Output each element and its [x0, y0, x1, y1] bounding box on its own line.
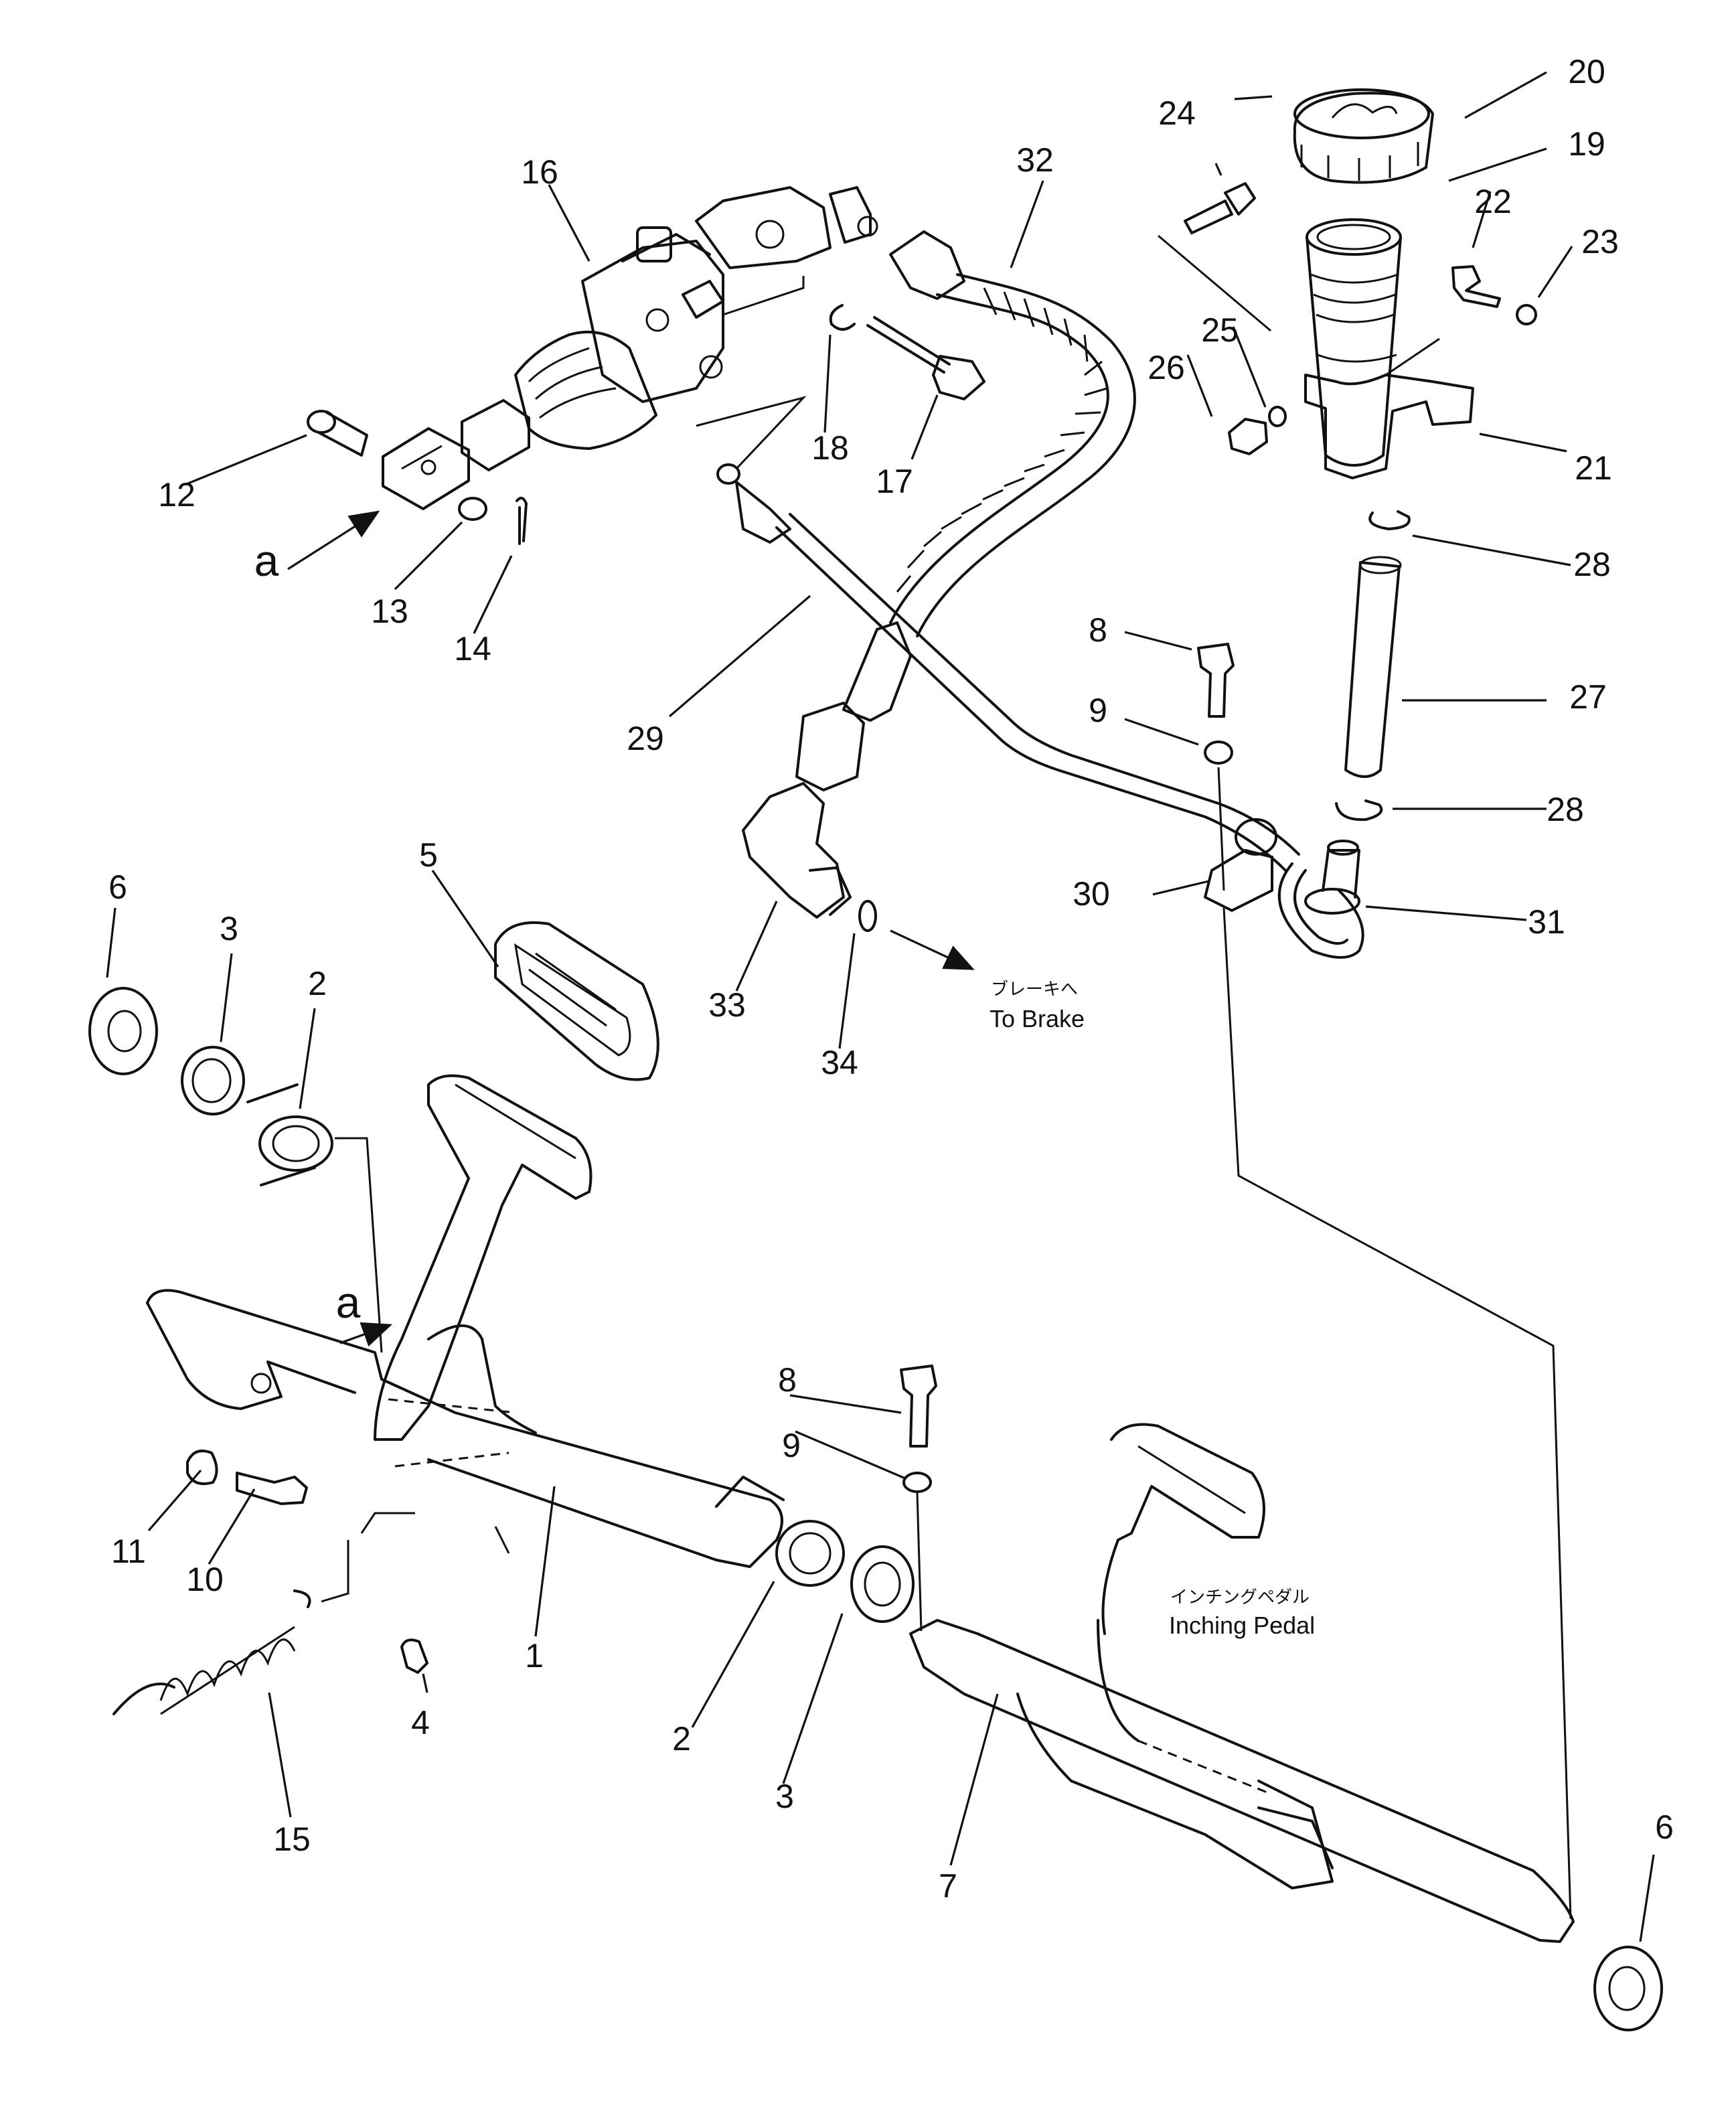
- leader-lines: [106, 71, 1655, 1942]
- callout-26: 26: [1148, 349, 1185, 386]
- callout-12: 12: [158, 476, 195, 514]
- callout-19: 19: [1568, 125, 1605, 163]
- callout-30: 30: [1073, 875, 1110, 913]
- to-brake-note-jp: ブレーキへ: [991, 980, 1078, 1000]
- callout-15: 15: [273, 1820, 311, 1858]
- callout-6: 6: [1655, 1808, 1674, 1846]
- reservoir-bolt: [1184, 182, 1256, 234]
- bracket-bolt: [1451, 265, 1501, 308]
- callout-27: 27: [1569, 678, 1607, 716]
- callout-18: 18: [811, 429, 849, 467]
- pedal-pad: [494, 921, 659, 1081]
- callout-25: 25: [1201, 311, 1239, 349]
- callout-28: 28: [1547, 791, 1584, 828]
- to-brake-note: To Brake: [990, 1005, 1085, 1032]
- reservoir-hose: [1344, 561, 1401, 778]
- callout-4: 4: [411, 1704, 430, 1741]
- callout-3: 3: [220, 910, 238, 947]
- bushing-right: [775, 1520, 845, 1587]
- callout-9: 9: [782, 1427, 801, 1464]
- return-spring: [112, 1589, 311, 1715]
- callout-6: 6: [108, 868, 127, 906]
- callout-7: 7: [939, 1867, 957, 1905]
- thrust-washer-right: [1593, 1946, 1663, 2031]
- pedal-shaft-housing: [146, 1289, 785, 1568]
- callout-17: 17: [876, 463, 913, 500]
- view-marker-a: a: [254, 536, 279, 585]
- callout-33: 33: [708, 986, 746, 1024]
- reservoir-cap: [1293, 88, 1434, 184]
- hose-clamp-upper: [1368, 510, 1411, 530]
- view-marker-a: a: [336, 1277, 361, 1327]
- bolt: [866, 316, 985, 400]
- clamp-bolt: [1197, 643, 1235, 718]
- callout-14: 14: [454, 630, 491, 668]
- cotter-pin: [516, 496, 528, 545]
- master-cylinder: [382, 186, 878, 510]
- callout-29: 29: [627, 720, 664, 757]
- grease-nipple: [400, 1638, 428, 1674]
- o-ring: [858, 900, 877, 932]
- callout-22: 22: [1474, 183, 1512, 220]
- lock-washer: [1268, 406, 1287, 427]
- callout-28: 28: [1573, 546, 1611, 583]
- thrust-washer-left: [88, 987, 158, 1075]
- inching-pedal: [909, 1423, 1575, 1943]
- tube-clamp: [1204, 818, 1277, 912]
- stopper-bolt: [236, 1472, 308, 1505]
- callout-8: 8: [778, 1361, 797, 1399]
- elbow-fitting: [742, 782, 852, 919]
- clevis-pin: [307, 410, 368, 457]
- pedal-washer: [902, 1472, 932, 1493]
- callout-34: 34: [821, 1044, 858, 1081]
- pedal-bolt: [900, 1365, 937, 1448]
- callout-23: 23: [1581, 223, 1619, 260]
- brake-tube: [716, 463, 1364, 959]
- callout-2: 2: [308, 965, 327, 1002]
- washer: [458, 497, 487, 521]
- callout-9: 9: [1089, 692, 1107, 729]
- brake-hose: [795, 230, 1136, 791]
- stopper-nut: [186, 1450, 218, 1486]
- bearing-left: [181, 1046, 245, 1115]
- callout-8: 8: [1089, 611, 1107, 649]
- nut: [1228, 418, 1268, 455]
- callout-31: 31: [1528, 903, 1565, 941]
- callout-labels: 1 2 2 3 3 4 5 6 6 7 8 8 9 9 10 11 12 13 …: [108, 53, 1674, 1905]
- reservoir-tank: [1306, 218, 1402, 467]
- brake-pedal: [374, 1074, 593, 1441]
- callout-21: 21: [1575, 449, 1612, 487]
- clamp-washer: [1204, 741, 1233, 765]
- callout-10: 10: [186, 1561, 224, 1598]
- inching-pedal-note: Inching Pedal: [1169, 1612, 1315, 1639]
- callout-5: 5: [419, 836, 438, 874]
- callout-13: 13: [371, 593, 408, 630]
- inching-pedal-note-jp: インチングペダル: [1170, 1587, 1310, 1608]
- hose-clamp-lower: [1335, 799, 1383, 822]
- callout-11: 11: [111, 1533, 146, 1570]
- hose-clip: [1304, 840, 1360, 915]
- callout-16: 16: [521, 153, 558, 191]
- bracket-washer: [1516, 304, 1537, 325]
- callout-32: 32: [1016, 141, 1054, 179]
- callout-3: 3: [775, 1778, 794, 1815]
- callout-20: 20: [1568, 53, 1605, 90]
- callout-24: 24: [1158, 94, 1196, 132]
- callout-2: 2: [672, 1720, 691, 1758]
- callout-1: 1: [525, 1637, 544, 1674]
- bushing-left: [246, 1083, 333, 1186]
- bearing-right: [850, 1545, 915, 1623]
- snap-ring: [829, 304, 856, 331]
